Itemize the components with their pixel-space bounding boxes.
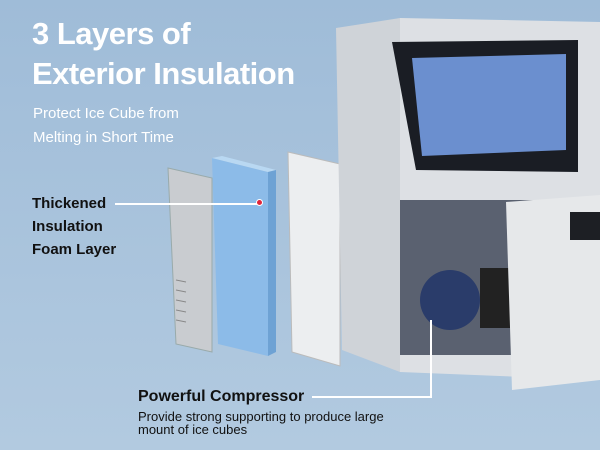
machine-side [336,18,400,372]
headline-line2: Exterior Insulation [32,56,295,91]
compressor-callout-line [312,396,432,398]
headline: 3 Layers of Exterior Insulation [32,14,295,94]
subtitle-line1: Protect Ice Cube from [33,105,179,122]
compressor-title: Powerful Compressor [138,388,305,405]
foam-layer [212,158,268,356]
compressor-description: Provide strong supporting to produce lar… [138,410,384,436]
foam-label-line3: Foam Layer [32,241,117,258]
door-window [412,54,566,156]
front-panel [506,195,600,390]
foam-callout-label: Thickened Insulation Foam Layer [32,192,116,261]
subtitle-line2: Melting in Short Time [33,129,174,146]
compressor-desc-line2: mount of ice cubes [138,422,248,437]
compressor-callout-line-vertical [430,320,432,398]
inner-panel [287,151,341,367]
compressor [420,270,480,330]
compressor-desc-line1: Provide strong supporting to produce lar… [138,409,384,424]
subtitle: Protect Ice Cube from Melting in Short T… [33,102,179,150]
control-panel [570,212,600,240]
foam-label-line2: Insulation [32,218,103,235]
outer-panel [167,167,213,353]
foam-label-line1: Thickened [32,195,107,212]
foam-callout-line [115,203,260,205]
foam-callout-dot [256,199,263,206]
headline-line1: 3 Layers of [32,16,191,51]
